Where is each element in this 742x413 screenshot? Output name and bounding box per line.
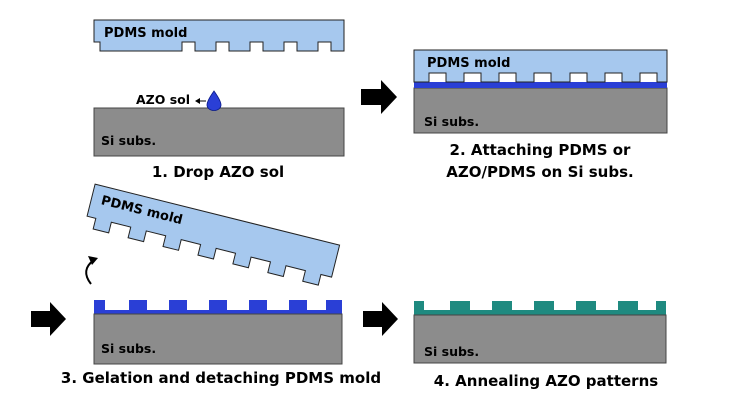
step3-si-substrate [93,313,343,365]
step1-caption: 1. Drop AZO sol [152,163,284,181]
step1-pdms-mold [93,19,345,52]
step1-pdms-label: PDMS mold [104,26,187,41]
step-1-panel: PDMS mold Si subs. AZO sol 1. Drop AZO s… [93,19,345,181]
step1-si-label: Si subs. [101,133,156,148]
step3-si-label: Si subs. [101,341,156,356]
step2-caption-line2: AZO/PDMS on Si subs. [446,163,633,181]
step4-caption: 4. Annealing AZO patterns [434,372,658,390]
step1-si-substrate [93,107,345,157]
step2-caption-line1: 2. Attaching PDMS or [450,141,631,159]
step3-tilted-mold-group: PDMS mold [86,183,341,286]
step-2-panel: PDMS mold Si subs. 2. Attaching PDMS or … [413,49,668,181]
step-4-panel: Si subs. 4. Annealing AZO patterns [413,301,667,390]
step4-annealed-azo-pattern [414,301,666,315]
step3-pdms-mold [86,183,341,286]
step3-azo-pattern [94,300,342,314]
arrow-step1-to-step2 [361,80,397,114]
step2-pdms-mold [413,49,668,83]
step2-si-substrate [413,87,668,134]
step4-si-label: Si subs. [424,344,479,359]
step3-caption: 3. Gelation and detaching PDMS mold [61,369,381,387]
azo-sol-label: AZO sol [136,92,190,107]
step4-si-substrate [413,314,667,364]
step-3-panel: PDMS mold Si subs. 3. Gelation and detac… [61,183,381,387]
step2-azo-layer [414,82,667,88]
azo-sol-pointer-head [195,98,200,104]
arrow-step2-to-step3 [31,302,66,336]
arrow-step3-to-step4 [363,302,398,336]
step2-pdms-label: PDMS mold [427,56,510,71]
azo-sol-droplet [206,90,222,111]
peel-direction-arrowhead [88,256,98,265]
step2-si-label: Si subs. [424,114,479,129]
